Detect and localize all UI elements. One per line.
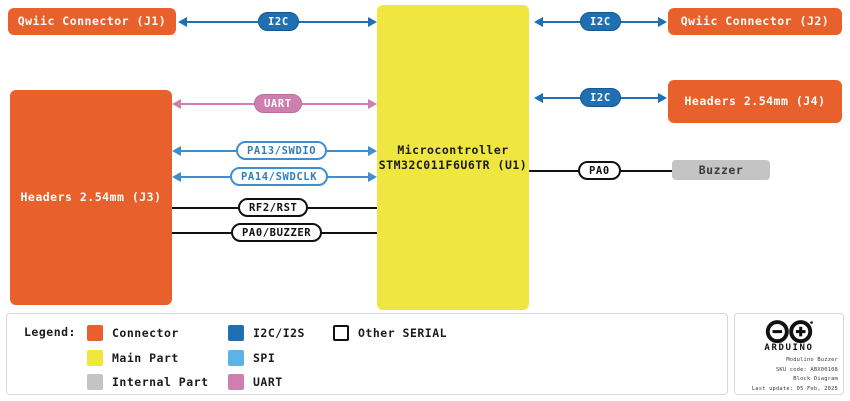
- block-buzzer[interactable]: Buzzer: [672, 160, 770, 180]
- legend-label-uart: UART: [253, 375, 283, 389]
- wire-label-u1-j4[interactable]: I2C: [580, 88, 621, 107]
- legend-swatch-main-part: [87, 350, 103, 366]
- legend-item-other-serial: Other SERIAL: [333, 325, 447, 341]
- arrowhead-left-j3-swdio: [172, 146, 181, 156]
- info-sku: SKU code: ABX00108: [775, 366, 838, 373]
- block-label: Headers 2.54mm (J3): [20, 190, 162, 205]
- legend-item-uart: UART: [228, 374, 283, 390]
- legend-label-main-part: Main Part: [112, 351, 179, 365]
- block-label: Qwiic Connector (J2): [680, 14, 830, 29]
- legend-swatch-internal-part: [87, 374, 103, 390]
- arrowhead-left-j3-uart: [172, 99, 181, 109]
- block-qwiic-connector-j1[interactable]: Qwiic Connector (J1): [8, 8, 176, 35]
- wire-label-j3-swdclk[interactable]: PA14/SWDCLK: [230, 167, 329, 186]
- block-label-line1: Microcontroller: [397, 143, 509, 158]
- block-qwiic-connector-j2[interactable]: Qwiic Connector (J2): [668, 8, 842, 35]
- wire-label-j3-rst[interactable]: RF2/RST: [238, 198, 309, 217]
- wire-label-j3-swdio[interactable]: PA13/SWDIO: [236, 141, 328, 160]
- legend-label-internal-part: Internal Part: [112, 375, 209, 389]
- legend-item-main-part: Main Part: [87, 350, 179, 366]
- legend-swatch-uart: [228, 374, 244, 390]
- legend-swatch-i2c: [228, 325, 244, 341]
- legend-item-spi: SPI: [228, 350, 275, 366]
- legend-label-other-serial: Other SERIAL: [358, 326, 448, 340]
- block-label-line2: STM32C011F6U6TR (U1): [378, 157, 528, 172]
- arrowhead-right-j3-uart: [368, 99, 377, 109]
- info-last-update: Last update: 05 Feb, 2025: [751, 385, 838, 392]
- wire-label-j1-u1[interactable]: I2C: [258, 12, 299, 31]
- legend-swatch-connector: [87, 325, 103, 341]
- legend-title: Legend:: [24, 325, 76, 339]
- wire-label-u1-j2[interactable]: I2C: [580, 12, 621, 31]
- info-panel: ARDUINO Modulino Buzzer SKU code: ABX001…: [734, 313, 844, 395]
- block-label: Headers 2.54mm (J4): [684, 94, 826, 109]
- block-headers-j3[interactable]: Headers 2.54mm (J3): [10, 90, 172, 305]
- arrowhead-right-u1-j2: [658, 17, 667, 27]
- legend-item-connector: Connector: [87, 325, 179, 341]
- block-label: Qwiic Connector (J1): [17, 14, 167, 29]
- info-product: Modulino Buzzer: [786, 357, 838, 364]
- legend-panel: [6, 313, 728, 395]
- arduino-logo-icon: [765, 320, 813, 344]
- arrowhead-left-u1-j2: [534, 17, 543, 27]
- wire-label-j3-uart[interactable]: UART: [254, 94, 302, 113]
- arduino-wordmark: ARDUINO: [764, 343, 814, 354]
- legend-swatch-other-serial: [333, 325, 349, 341]
- legend-swatch-spi: [228, 350, 244, 366]
- legend-item-i2c: I2C/I2S: [228, 325, 305, 341]
- legend-label-i2c: I2C/I2S: [253, 326, 305, 340]
- wire-label-u1-buzzer[interactable]: PA0: [578, 161, 621, 180]
- block-microcontroller-u1[interactable]: Microcontroller STM32C011F6U6TR (U1): [377, 5, 529, 310]
- block-label: Buzzer: [698, 162, 744, 177]
- arrowhead-left-u1-j4: [534, 93, 543, 103]
- info-text-block: Modulino Buzzer SKU code: ABX00108 Block…: [735, 356, 843, 394]
- arrowhead-right-u1-j4: [658, 93, 667, 103]
- info-doc-type: Block Diagram: [793, 376, 838, 383]
- legend-label-connector: Connector: [112, 326, 179, 340]
- arrowhead-left-j1-u1: [178, 17, 187, 27]
- block-headers-j4[interactable]: Headers 2.54mm (J4): [668, 80, 842, 123]
- legend-label-spi: SPI: [253, 351, 276, 365]
- block-label-group: Microcontroller STM32C011F6U6TR (U1): [379, 143, 527, 172]
- legend-item-internal-part: Internal Part: [87, 374, 209, 390]
- wire-label-j3-buzzer[interactable]: PA0/BUZZER: [231, 223, 323, 242]
- arrowhead-right-j3-swdio: [368, 146, 377, 156]
- arrowhead-right-j3-swdclk: [368, 172, 377, 182]
- arrowhead-left-j3-swdclk: [172, 172, 181, 182]
- arrowhead-right-j1-u1: [368, 17, 377, 27]
